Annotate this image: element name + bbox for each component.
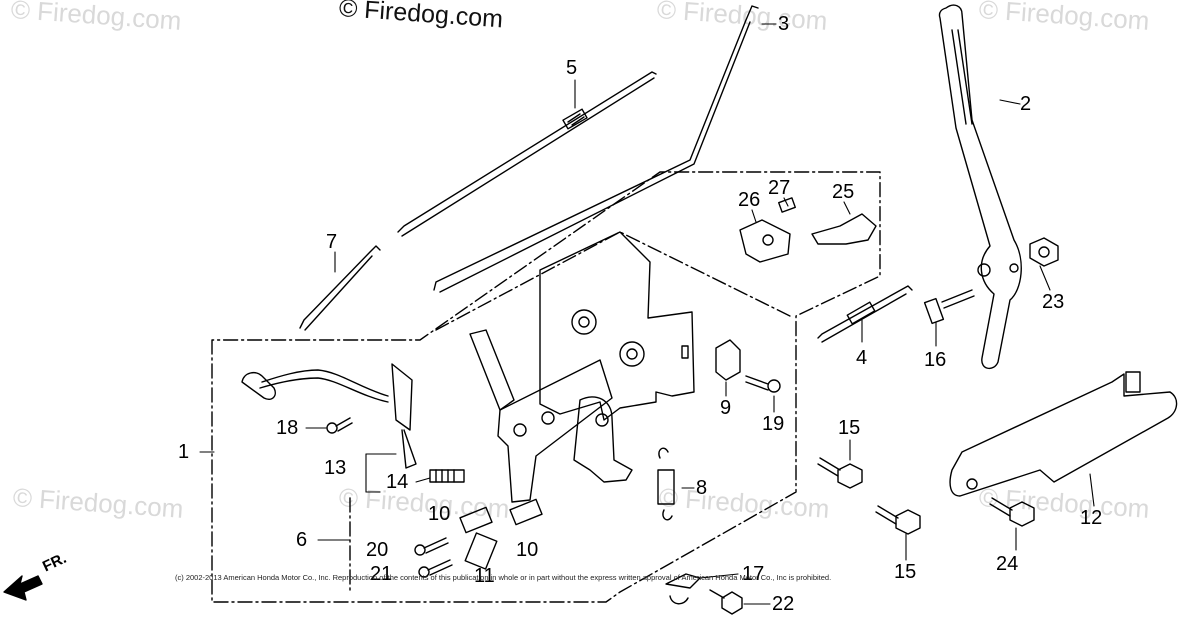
choke-cable [241, 363, 417, 469]
plate-12 [949, 371, 1178, 497]
callout-3: 3 [778, 13, 790, 35]
spring-8 [657, 447, 675, 521]
control-plate [469, 231, 695, 503]
bolt-24 [989, 497, 1035, 527]
nut-23 [1029, 237, 1059, 267]
callout-14: 14 [386, 471, 409, 493]
screw-18 [326, 417, 353, 434]
callout-25: 25 [832, 181, 855, 203]
callout-5: 5 [566, 57, 578, 79]
callout-10b: 10 [516, 539, 539, 561]
bolt-19 [745, 375, 781, 393]
callout-23: 23 [1042, 291, 1065, 313]
callout-26: 26 [738, 189, 761, 211]
callout-2: 2 [1020, 93, 1032, 115]
callout-8: 8 [696, 477, 708, 499]
callout-4: 4 [856, 347, 868, 369]
screw-21 [418, 559, 453, 578]
lever-2 [938, 4, 1022, 369]
rod-5 [397, 71, 657, 237]
link-4 [817, 285, 913, 343]
rod-3 [433, 5, 759, 293]
bolt-22 [709, 589, 743, 615]
callout-12: 12 [1080, 507, 1103, 529]
callout-15a: 15 [838, 417, 861, 439]
callout-10a: 10 [428, 503, 451, 525]
leader-lines [199, 23, 1095, 605]
callout-9: 9 [720, 397, 732, 419]
assembly-outline [211, 171, 881, 603]
callout-16: 16 [924, 349, 947, 371]
callout-7: 7 [326, 231, 338, 253]
callout-17: 17 [742, 563, 765, 585]
collar-11 [464, 532, 498, 570]
callout-22: 22 [772, 593, 795, 615]
part-26 [739, 219, 791, 263]
front-direction-arrow [3, 575, 43, 601]
part-25 [811, 213, 877, 245]
clip-9 [715, 339, 741, 381]
callout-1: 1 [178, 441, 190, 463]
spring-14 [429, 469, 465, 483]
callout-20: 20 [366, 539, 389, 561]
callout-6: 6 [296, 529, 308, 551]
callout-21: 21 [370, 563, 393, 585]
callout-11: 11 [474, 565, 495, 587]
screw-20 [414, 537, 449, 556]
bolt-16 [923, 289, 975, 325]
callout-18: 18 [276, 417, 299, 439]
bolt-15-a [817, 457, 863, 489]
rod-7 [299, 245, 381, 331]
callout-24: 24 [996, 553, 1019, 575]
callout-13: 13 [324, 457, 347, 479]
bolt-15-b [875, 505, 921, 535]
spring-10-a [459, 506, 493, 534]
callout-19: 19 [762, 413, 785, 435]
callout-15b: 15 [894, 561, 917, 583]
spring-10-b [509, 498, 543, 526]
callout-27: 27 [768, 177, 791, 199]
copyright-notice: (c) 2002-2013 American Honda Motor Co., … [175, 573, 832, 582]
